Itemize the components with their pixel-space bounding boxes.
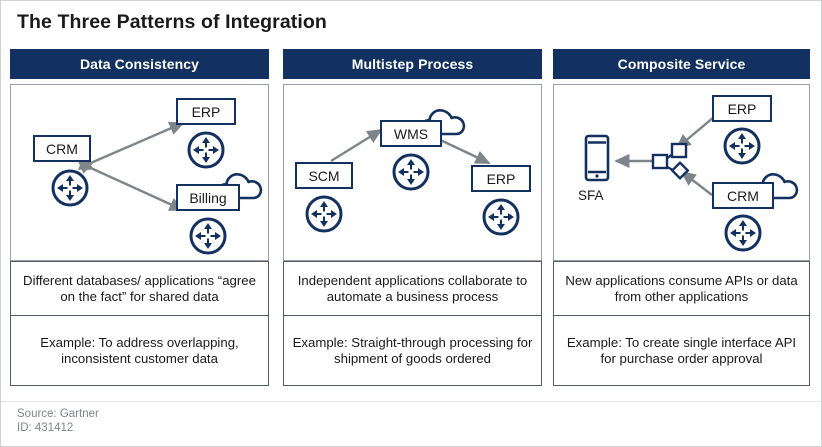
description-multistep-process: Independent applications collaborate to … (283, 261, 542, 316)
source-line: Source: Gartner (17, 408, 99, 420)
column-header-composite-service: Composite Service (553, 49, 810, 79)
integration-gear-icon (481, 197, 521, 242)
example-data-consistency: Example: To address overlapping, inconsi… (10, 316, 269, 386)
integration-gear-icon (722, 126, 762, 171)
smartphone-icon (584, 134, 610, 187)
connector-arrows-multistep-process (330, 128, 491, 165)
node-box-crm[interactable]: CRM (712, 182, 774, 209)
node-box-erp[interactable]: ERP (176, 98, 236, 125)
example-multistep-process: Example: Straight-through processing for… (283, 316, 542, 386)
column-header-data-consistency: Data Consistency (10, 49, 269, 79)
source-id-line: ID: 431412 (17, 422, 74, 434)
connector-arrows-data-consistency (77, 121, 185, 212)
source-attribution: Source: Gartner ID: 431412 (17, 407, 99, 435)
example-composite-service: Example: To create single interface API … (553, 316, 810, 386)
integration-gear-icon (188, 216, 228, 260)
figure-composite-service: SFA ERP (553, 84, 810, 261)
figure-data-consistency: CRM ERP (10, 84, 269, 261)
pattern-column-data-consistency: Data Consistency CRM (10, 49, 269, 386)
description-data-consistency: Different databases/ applications “agree… (10, 261, 269, 316)
node-box-erp[interactable]: ERP (471, 165, 531, 192)
column-header-multistep-process: Multistep Process (283, 49, 542, 79)
node-box-erp[interactable]: ERP (712, 95, 772, 122)
node-box-crm[interactable]: CRM (33, 135, 91, 162)
description-composite-service: New applications consume APIs or data fr… (553, 261, 810, 316)
integration-gear-icon (50, 168, 90, 213)
footer-divider (1, 401, 822, 402)
api-node-cluster-icon (650, 139, 696, 190)
page-title: The Three Patterns of Integration (17, 11, 327, 33)
integration-gear-icon (391, 152, 431, 197)
pattern-column-multistep-process: Multistep Process WMS (283, 49, 542, 386)
node-box-billing[interactable]: Billing (176, 184, 240, 211)
pattern-column-composite-service: Composite Service (553, 49, 810, 386)
integration-gear-icon (186, 130, 226, 175)
figure-multistep-process: WMS SCM (283, 84, 542, 261)
node-label-sfa: SFA (578, 188, 604, 203)
integration-gear-icon (723, 213, 763, 258)
node-box-scm[interactable]: SCM (295, 162, 353, 189)
integration-gear-icon (304, 194, 344, 239)
node-box-wms[interactable]: WMS (380, 120, 442, 147)
